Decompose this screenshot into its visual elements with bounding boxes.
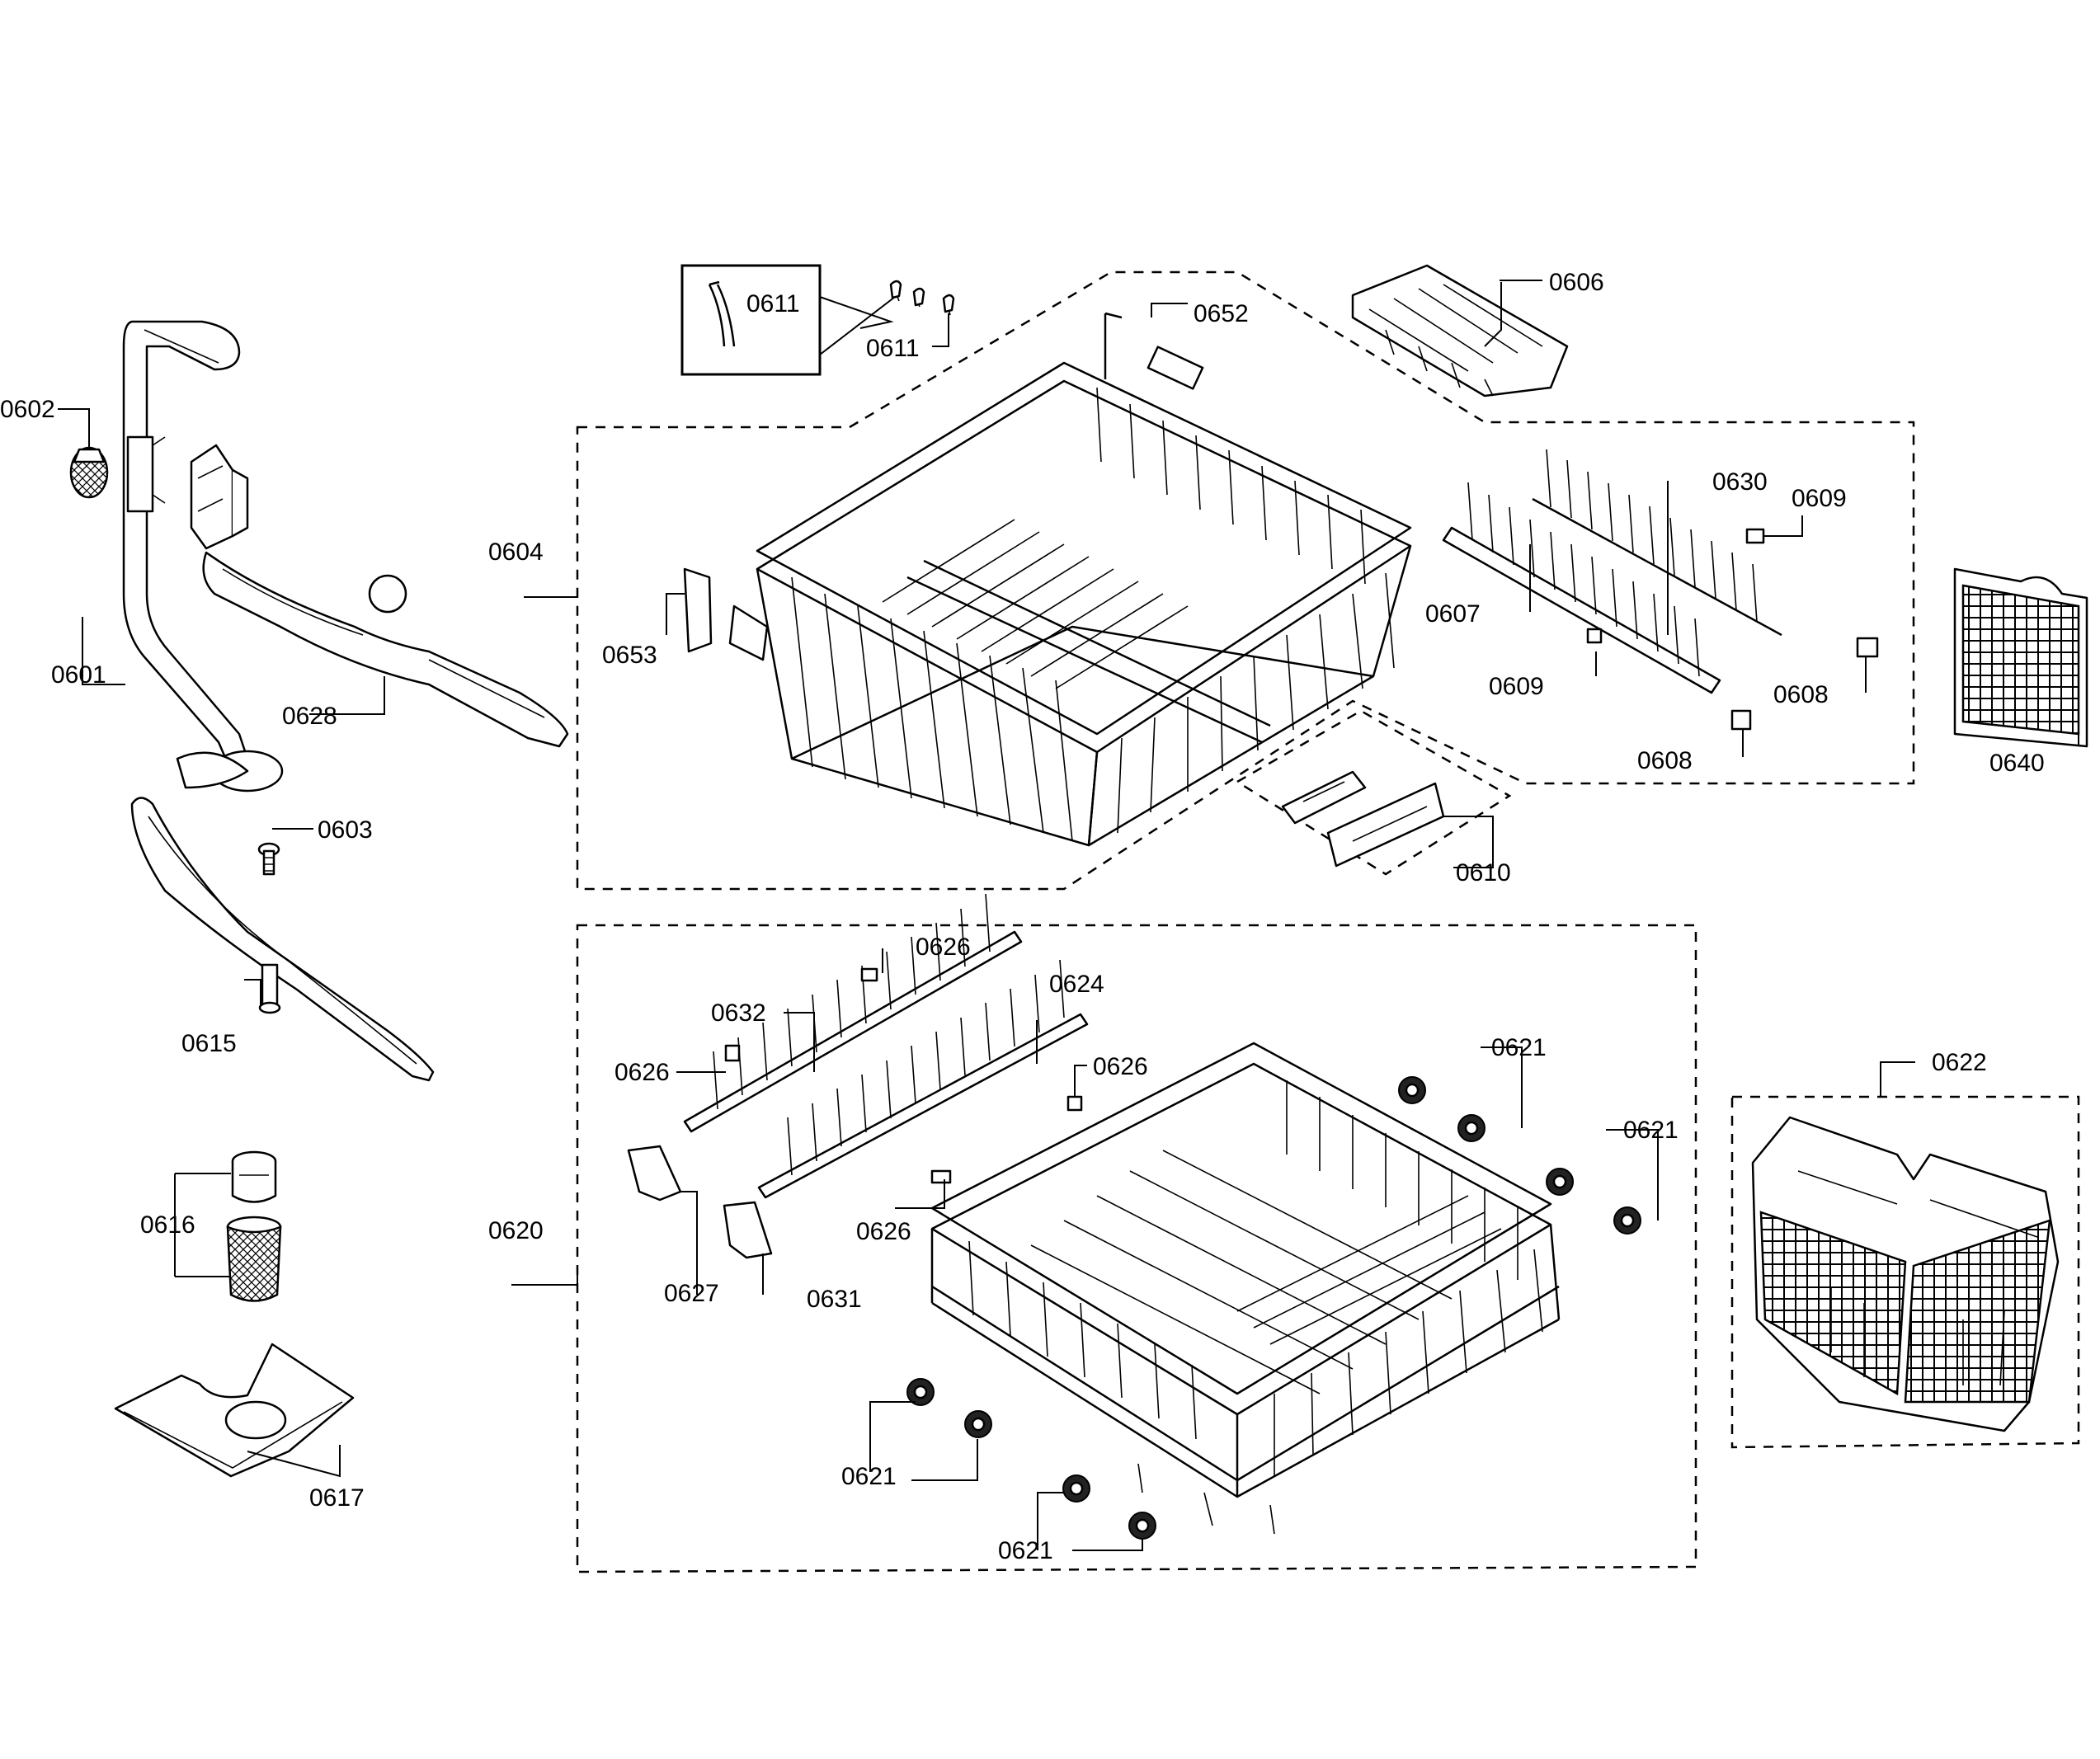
folding-tines-right-part [757,959,1089,1199]
label-0611: 0611 [866,335,920,362]
label-0621-top: 0621 [1491,1034,1547,1061]
upper-rack-tray-box [1235,709,1512,876]
cup-shelf-part [1351,264,1569,397]
clip-0626-lower [930,1169,952,1184]
label-0628: 0628 [282,703,337,730]
label-0601: 0601 [51,661,106,689]
lower-rack-part [930,1042,1561,1535]
screw-part [257,842,280,876]
label-0631: 0631 [807,1286,862,1313]
side-basket-part [1953,567,2088,748]
label-0626-left: 0626 [614,1059,670,1086]
label-0616: 0616 [140,1211,195,1239]
label-0632: 0632 [711,999,766,1027]
label-0611-detail: 0611 [746,290,800,317]
label-0626-top: 0626 [916,934,971,961]
label-0604: 0604 [488,539,544,566]
hose-clip-part [708,280,955,347]
upper-rack-part [683,312,1412,847]
leader-lines [58,280,2079,1551]
label-0609-bottom: 0609 [1489,673,1544,700]
clip-0626-left [724,1044,741,1062]
label-0653: 0653 [602,642,657,669]
label-0602: 0602 [0,396,55,423]
label-0621-lower-left: 0621 [841,1463,897,1490]
upper-rack-group-box [576,270,1915,891]
clip-0609-bottom [1586,628,1603,644]
rack-wheel-part [906,1076,1641,1540]
hose-detail-box [680,264,822,376]
lower-spray-arm-part [130,797,435,1082]
supply-pipe-part [122,320,284,792]
label-0621-bottom: 0621 [998,1537,1053,1564]
tine-row-front-part [1442,482,1721,694]
label-0608-right: 0608 [1773,681,1829,708]
clip-0608-bottom [1730,709,1752,731]
label-0603: 0603 [318,816,373,844]
label-0607: 0607 [1425,600,1481,628]
label-0622: 0622 [1932,1049,1987,1076]
upper-spray-arm-part [190,444,569,748]
nozzle-cap-part [69,446,109,499]
label-0609-top: 0609 [1792,485,1847,512]
hinge-0631-part [723,1201,773,1259]
label-0626-lower: 0626 [856,1218,911,1245]
clip-0626-right [1066,1095,1083,1112]
label-0621-right: 0621 [1623,1117,1679,1144]
clip-0608-right [1856,637,1879,658]
label-0627: 0627 [664,1280,719,1307]
label-0624: 0624 [1049,971,1104,998]
label-0608-bottom: 0608 [1637,747,1693,774]
hinge-0627-part [627,1145,682,1202]
label-0620: 0620 [488,1217,544,1244]
label-0610: 0610 [1456,859,1511,887]
label-0640: 0640 [1989,750,2045,777]
label-0626-right: 0626 [1093,1053,1148,1080]
rack-handle-part [1281,770,1445,868]
cutlery-basket-box [1730,1095,2080,1449]
label-0615: 0615 [181,1030,237,1057]
lower-rack-group-box [576,924,1697,1573]
label-0617: 0617 [309,1484,365,1512]
label-0606: 0606 [1549,269,1604,296]
tine-row-rear-part [1532,449,1782,637]
cutlery-basket-part [1751,1116,2060,1432]
label-0630: 0630 [1712,468,1768,496]
clip-0626-top [860,967,878,982]
filter-part [226,1150,282,1302]
microfilter-plate-part [114,1343,355,1478]
clip-0609-top [1745,528,1765,544]
label-0652: 0652 [1194,300,1249,327]
